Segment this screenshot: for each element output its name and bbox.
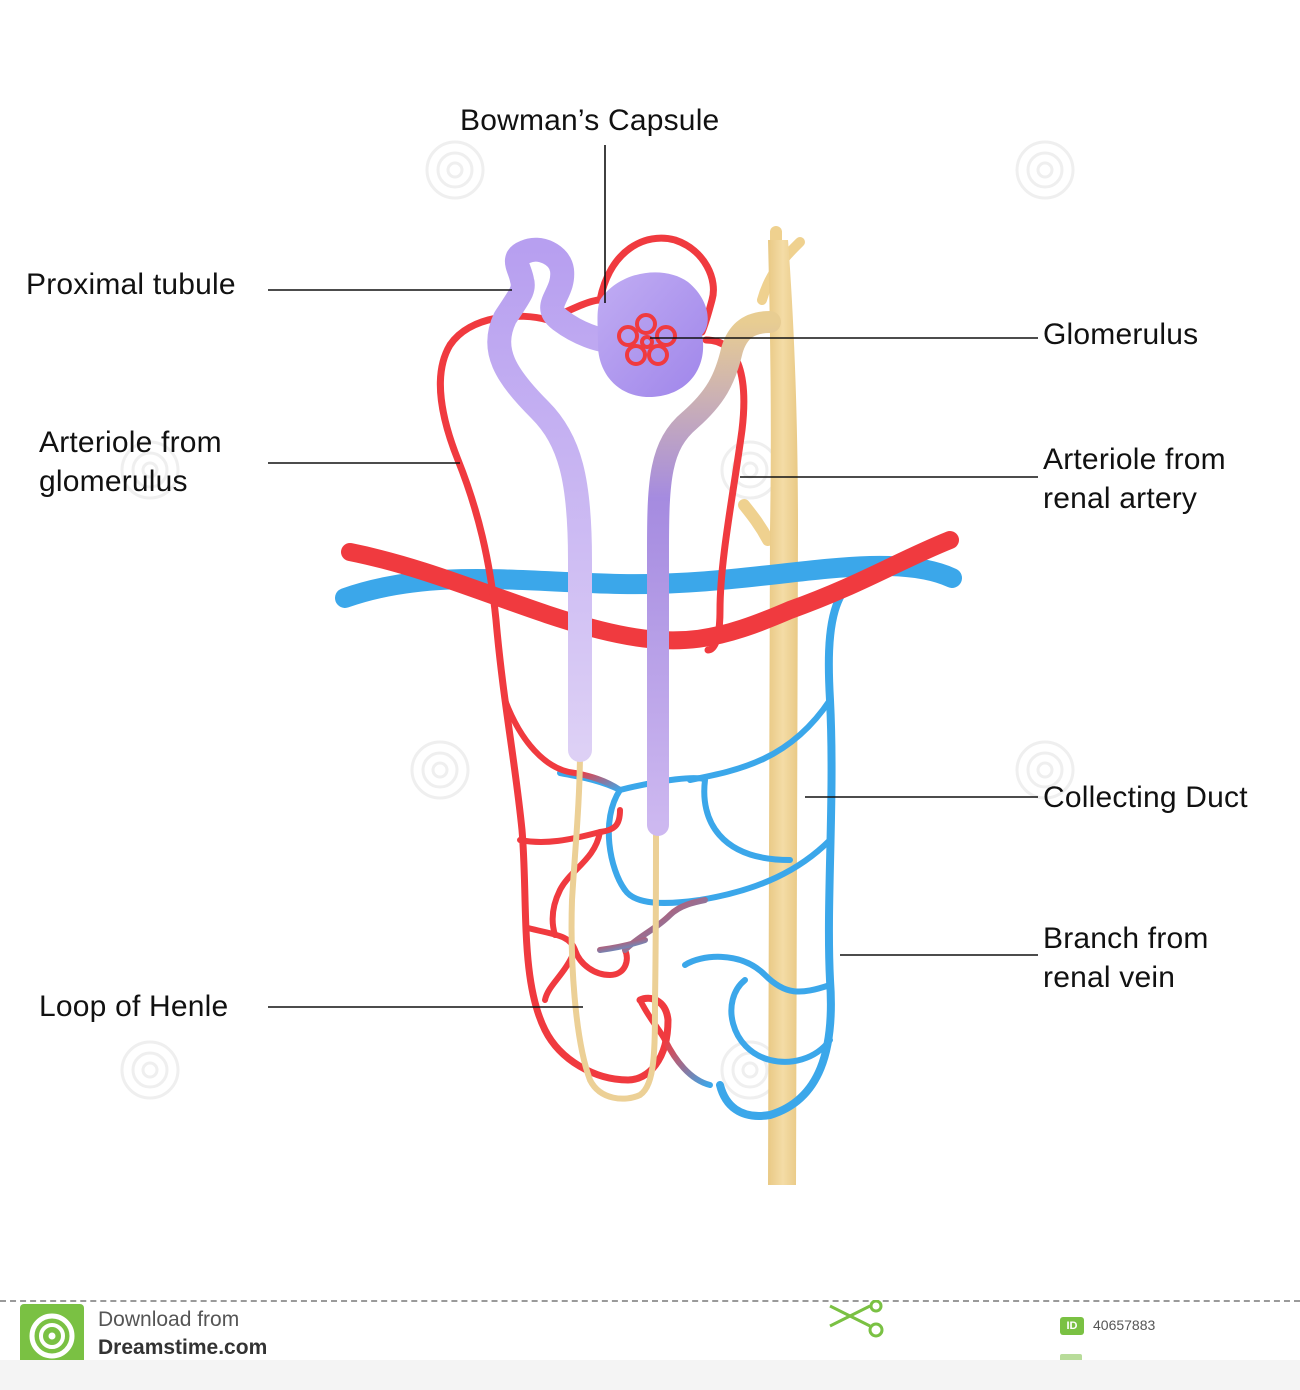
id-badge-icon: ID	[1060, 1317, 1084, 1335]
label-arteriole-from-glomerulus-line2: glomerulus	[39, 465, 188, 498]
label-bowmans-capsule: Bowman’s Capsule	[460, 104, 720, 137]
watermark-spiral-icon	[120, 1040, 180, 1100]
label-branch-from-renal-vein-line1: Branch from	[1043, 922, 1209, 955]
watermark-spiral-icon	[1015, 140, 1075, 200]
footer-dashed-rule	[0, 1300, 1300, 1302]
watermark-spiral-icon	[410, 740, 470, 800]
watermark-spiral-icon	[120, 440, 180, 500]
footer-faded-row	[1060, 1352, 1300, 1366]
label-arteriole-from-glomerulus-line1: Arteriole from	[39, 426, 222, 459]
nephron-diagram	[120, 140, 1075, 1185]
label-branch-from-renal-vein-line2: renal vein	[1043, 961, 1176, 994]
faded-badge-icon	[1060, 1354, 1082, 1364]
watermark-spiral-icon	[425, 140, 485, 200]
footer-download-text: Download from	[98, 1308, 240, 1331]
footer-site-link[interactable]: Dreamstime.com	[98, 1336, 268, 1359]
leader-lines	[268, 145, 1038, 1008]
label-arteriole-from-renal-artery-line2: renal artery	[1043, 482, 1198, 515]
capillary-transitions	[572, 770, 713, 1088]
image-id-number: 40657883	[1093, 1317, 1156, 1333]
bowmans-capsule-shape	[597, 272, 708, 398]
loop-of-henle-tube	[568, 747, 659, 1102]
label-collecting-duct: Collecting Duct	[1043, 781, 1248, 814]
dreamstime-logo-icon[interactable]	[20, 1304, 84, 1368]
label-arteriole-from-renal-artery-line1: Arteriole from	[1043, 443, 1226, 476]
glomerulus-shape	[617, 313, 677, 366]
bottom-edge-bar	[0, 1360, 1300, 1390]
distal-tubule	[647, 311, 781, 836]
proximal-tubule	[487, 237, 617, 762]
scissors-icon	[829, 1300, 884, 1338]
label-loop-of-henle: Loop of Henle	[39, 990, 229, 1023]
label-glomerulus: Glomerulus	[1043, 318, 1199, 351]
label-proximal-tubule: Proximal tubule	[26, 268, 236, 301]
watermark-spiral-icon	[1015, 740, 1075, 800]
